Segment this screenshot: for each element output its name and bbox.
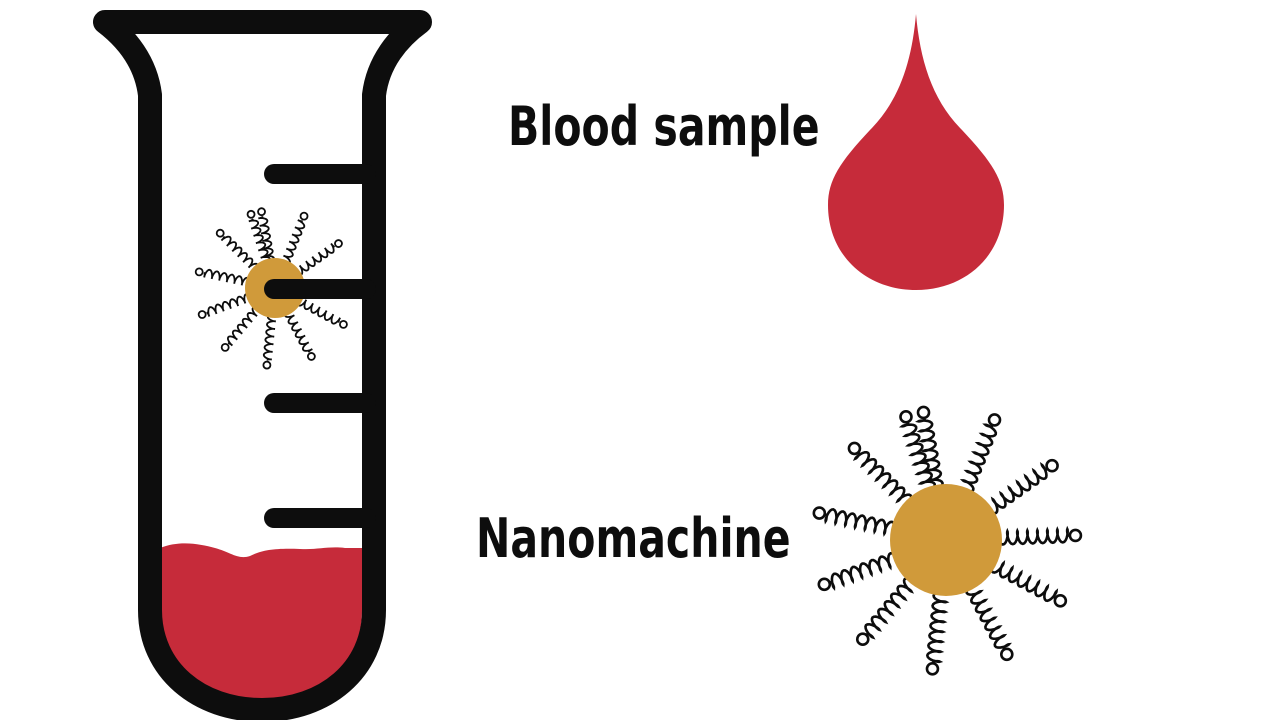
strand-end-circle [899, 410, 913, 424]
strand-end-circle [1068, 528, 1083, 543]
strand-end-circle [999, 647, 1014, 662]
nanomachine-icon [812, 405, 1083, 676]
strand-end-circle [262, 360, 272, 370]
strand-end-circle [246, 209, 256, 219]
small-nanomachine-icon [194, 207, 376, 370]
nanoparticle-core [890, 484, 1002, 596]
strand-coil [226, 306, 260, 347]
strand-end-circle [334, 239, 343, 248]
strand-coil [220, 235, 259, 271]
strand-coil [925, 590, 950, 664]
blood-sample-label: Blood sample [508, 95, 820, 158]
strand-end-circle [987, 413, 1002, 427]
strand-end-circle [817, 577, 832, 592]
strand-coil [283, 310, 313, 353]
tube-blood-fill [160, 543, 362, 700]
strand-coil [824, 508, 897, 537]
strand-end-circle [306, 352, 316, 361]
strand-coil [852, 450, 913, 505]
strand-coil [990, 560, 1059, 603]
strand-end-circle [339, 319, 348, 329]
strand-coil [203, 268, 251, 286]
strand-coil [206, 293, 252, 317]
strand-end-circle [916, 405, 931, 420]
strand-coil [283, 219, 306, 265]
strand-coil [296, 299, 341, 325]
strand-coil [295, 242, 335, 276]
strand-coil [965, 584, 1012, 650]
strand-coil [898, 422, 936, 492]
strand-end-circle [299, 211, 309, 221]
strand-end-circle [215, 228, 225, 238]
strand-end-circle [847, 441, 862, 456]
strand-coil [996, 525, 1070, 546]
strand-end-circle [1053, 593, 1068, 608]
strand-coil [959, 423, 998, 494]
strand-end-circle [220, 342, 230, 352]
strand-end-circle [1045, 458, 1059, 473]
nanomachine-label: Nanomachine [476, 507, 791, 570]
strand-end-circle [194, 267, 204, 277]
strand-coil [262, 312, 276, 361]
strand-coil [915, 418, 944, 491]
strand-end-circle [257, 207, 266, 217]
tube-outline [93, 10, 432, 720]
strand-coil [248, 218, 271, 265]
strand-end-circle [197, 310, 207, 319]
strand-coil [258, 216, 275, 264]
test-tube-icon [93, 10, 432, 720]
strand-end-circle [925, 661, 940, 676]
strand-coil [864, 577, 915, 640]
strand-coil [987, 461, 1048, 515]
strand-end-circle [812, 506, 827, 520]
strand-end-circle [855, 632, 870, 647]
strand-coil [830, 551, 899, 591]
blood-drop-icon [828, 14, 1004, 290]
